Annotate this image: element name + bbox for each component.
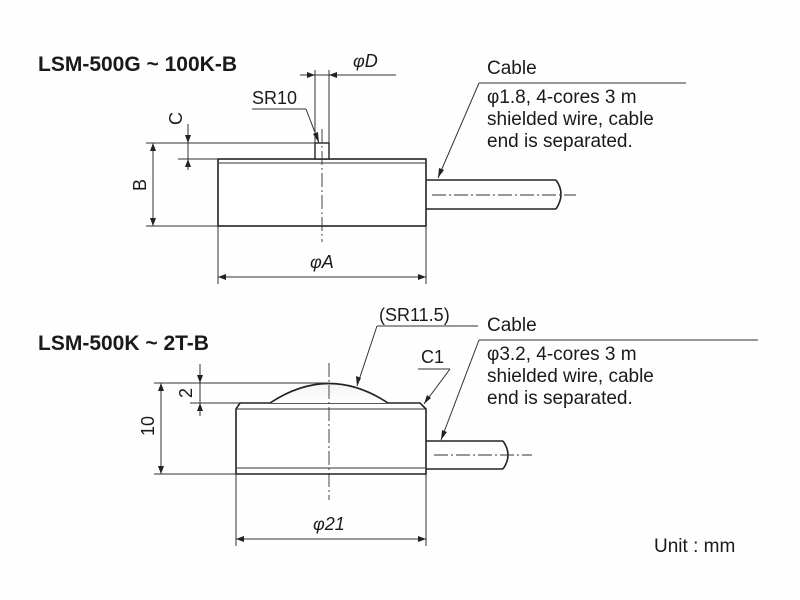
bottom-drawing: LSM-500K ~ 2T-B (SR11.5) C1 bbox=[38, 305, 758, 546]
top-phi-d-label: φD bbox=[353, 51, 378, 71]
top-dim-b: B bbox=[130, 142, 218, 227]
top-load-cell-body bbox=[217, 158, 427, 227]
unit-note: Unit : mm bbox=[654, 536, 735, 557]
top-model-title: LSM-500G ~ 100K-B bbox=[38, 53, 237, 76]
top-sr-label: SR10 bbox=[252, 88, 297, 108]
top-dim-phi-a: φA bbox=[217, 226, 427, 284]
bottom-dim-dome: 2 bbox=[176, 364, 328, 416]
top-cable bbox=[426, 179, 576, 210]
bottom-cable-heading: Cable bbox=[487, 315, 537, 336]
top-c-label: C bbox=[166, 112, 186, 125]
top-cable-heading: Cable bbox=[487, 58, 537, 79]
top-b-label: B bbox=[130, 179, 150, 191]
bottom-sr-label: (SR11.5) bbox=[379, 305, 450, 325]
top-drawing: LSM-500G ~ 100K-B φD SR10 bbox=[38, 51, 686, 284]
bottom-height-label: 10 bbox=[138, 416, 158, 436]
bottom-dim-height: 10 bbox=[138, 382, 236, 475]
bottom-cable-line-1: φ3.2, 4-cores 3 m bbox=[487, 344, 637, 365]
bottom-dim-diameter: φ21 bbox=[235, 474, 427, 546]
bottom-diameter-label: φ21 bbox=[313, 514, 345, 534]
bottom-sr-leader: (SR11.5) bbox=[356, 305, 478, 387]
bottom-cable-line-3: end is separated. bbox=[487, 388, 633, 409]
bottom-model-title: LSM-500K ~ 2T-B bbox=[38, 332, 209, 355]
bottom-cable-note: Cable φ3.2, 4-cores 3 m shielded wire, c… bbox=[440, 315, 758, 441]
bottom-cable-line-2: shielded wire, cable bbox=[487, 366, 654, 387]
top-cable-line-1: φ1.8, 4-cores 3 m bbox=[487, 87, 637, 108]
bottom-c1-label: C1 bbox=[421, 347, 444, 367]
bottom-dome-label: 2 bbox=[176, 388, 196, 398]
bottom-c1-leader: C1 bbox=[418, 347, 451, 405]
top-sr10-leader: SR10 bbox=[252, 88, 320, 144]
bottom-load-cell-body bbox=[235, 402, 427, 475]
bottom-cable bbox=[426, 440, 532, 470]
top-cable-note: Cable φ1.8, 4-cores 3 m shielded wire, c… bbox=[437, 58, 686, 179]
top-phi-a-label: φA bbox=[310, 252, 334, 272]
top-cable-line-2: shielded wire, cable bbox=[487, 109, 654, 130]
top-cable-line-3: end is separated. bbox=[487, 131, 633, 152]
top-dim-phi-d: φD bbox=[300, 51, 396, 143]
